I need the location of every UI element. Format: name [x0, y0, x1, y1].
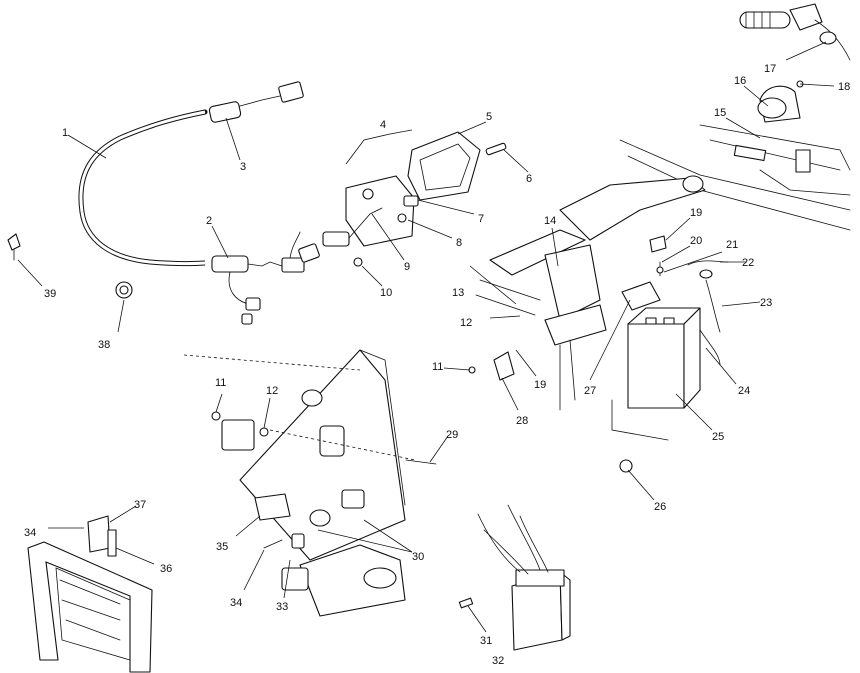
headlight-assembly [322, 131, 507, 267]
callout-29: 29 [446, 429, 458, 441]
callout-5: 5 [486, 111, 492, 123]
mud-flap [27, 515, 153, 673]
callout-19b: 19 [534, 379, 546, 391]
frame-structure [475, 124, 851, 411]
callout-13: 13 [452, 287, 464, 299]
callout-25: 25 [712, 431, 724, 443]
callout-27: 27 [584, 385, 596, 397]
callout-10: 10 [380, 287, 392, 299]
callout-31: 31 [480, 635, 492, 647]
callout-18: 18 [838, 81, 850, 93]
guide-line [269, 429, 416, 461]
callout-24: 24 [738, 385, 750, 397]
callout-11: 11 [432, 361, 443, 373]
callout-32: 32 [492, 655, 504, 667]
callout-20: 20 [690, 235, 702, 247]
callout-34b: 34 [24, 527, 36, 539]
callout-9: 9 [404, 261, 410, 273]
callout-28: 28 [516, 415, 528, 427]
callout-33: 33 [276, 601, 288, 613]
callout-26: 26 [654, 501, 666, 513]
callout-11b: 11 [215, 377, 226, 389]
handlebar-switch [739, 3, 851, 123]
callout-19: 19 [690, 207, 702, 219]
loose-fasteners [7, 233, 633, 473]
callout-labels: 1 2 3 4 5 6 7 8 9 10 11 11 12 12 13 14 1… [24, 63, 850, 667]
callout-12b: 12 [460, 317, 472, 329]
cdi-module [458, 504, 571, 651]
callout-7: 7 [478, 213, 484, 225]
callout-6: 6 [526, 173, 532, 185]
callout-34: 34 [230, 597, 242, 609]
callout-16: 16 [734, 75, 746, 87]
callout-8: 8 [456, 237, 462, 249]
callout-38: 38 [98, 339, 110, 351]
wiring-harness [78, 81, 320, 325]
callout-12: 12 [266, 385, 278, 397]
callout-35: 35 [216, 541, 228, 553]
callout-22: 22 [742, 257, 754, 269]
callout-15: 15 [714, 107, 726, 119]
callout-30: 30 [412, 551, 424, 563]
callout-2: 2 [206, 215, 212, 227]
callout-36: 36 [160, 563, 172, 575]
callout-3: 3 [240, 161, 246, 173]
battery-assembly [611, 235, 729, 441]
callout-37: 37 [134, 499, 146, 511]
leader-lines [17, 41, 835, 633]
callout-17: 17 [764, 63, 776, 75]
center-panel [211, 349, 437, 617]
guide-line [183, 354, 361, 371]
callout-14: 14 [544, 215, 556, 227]
callout-4: 4 [380, 119, 386, 131]
callout-23: 23 [760, 297, 772, 309]
callout-1: 1 [62, 127, 68, 139]
callout-21: 21 [726, 239, 738, 251]
callout-39: 39 [44, 288, 56, 300]
